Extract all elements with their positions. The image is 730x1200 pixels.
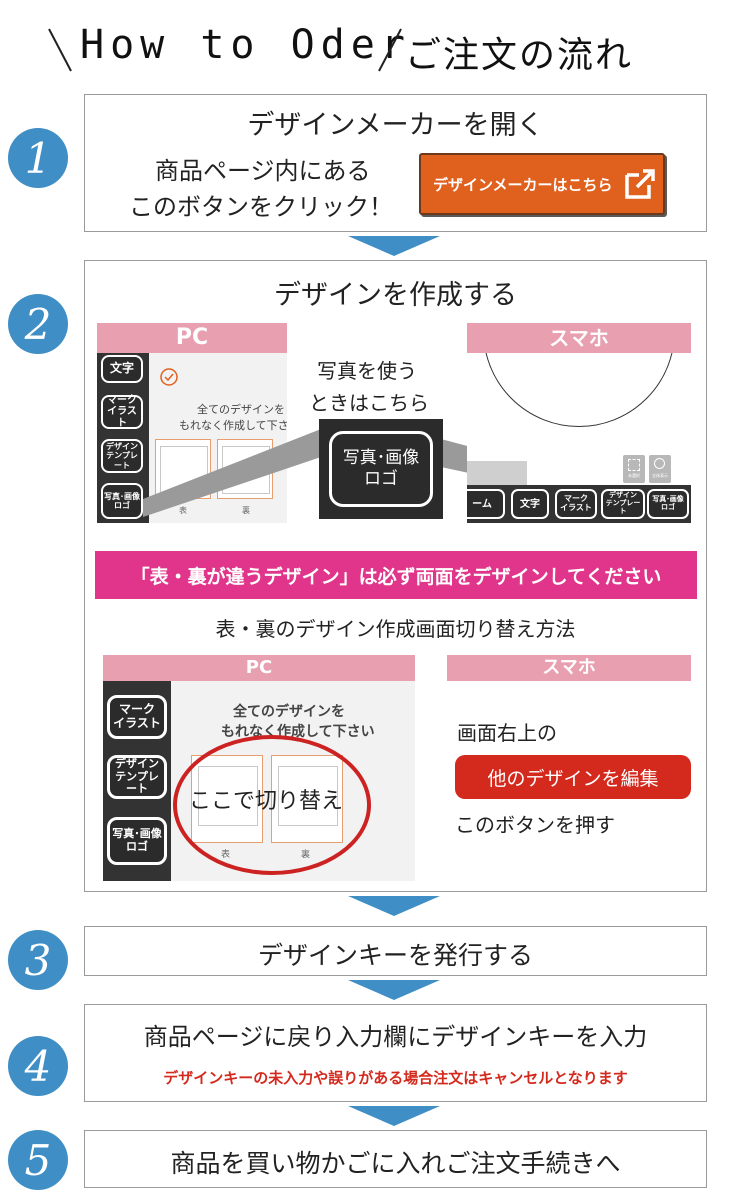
pc-editor-screenshot: 文字 マークイラスト デザインテンプレート 写真･画像ロゴ 全てのデザインを も… bbox=[97, 353, 287, 523]
step-1-number: 1 bbox=[8, 128, 68, 188]
sp2-line-2: このボタンを押す bbox=[455, 813, 615, 837]
step-1-title: デザインメーカーを開く bbox=[247, 110, 544, 141]
step-3-number: 3 bbox=[8, 930, 68, 990]
switch-title: 表・裏のデザイン作成画面切り替え方法 bbox=[215, 617, 576, 641]
step-4-number: 4 bbox=[8, 1036, 68, 1096]
step-4-title: 商品ページに戻り入力欄にデザインキーを入力 bbox=[143, 1023, 648, 1051]
sp-zoom-icon: 全体表示 bbox=[649, 455, 671, 483]
slash-left-decoration bbox=[48, 28, 72, 72]
sp-tool-home: ーム bbox=[467, 489, 505, 519]
pc2-label: PC bbox=[103, 655, 415, 681]
sp2-other-design-button-label: 他のデザインを編集 bbox=[487, 767, 659, 790]
step-2-title: デザインを作成する bbox=[274, 280, 517, 311]
pc2-canvas-text-1: 全てのデザインを bbox=[233, 704, 345, 720]
step-2-number: 2 bbox=[8, 294, 68, 354]
arrow-2-3 bbox=[348, 896, 440, 916]
photo-button-zoom: 写真･画像ロゴ bbox=[319, 419, 443, 519]
sp2-label: スマホ bbox=[447, 655, 691, 681]
step-5-box: 商品を買い物かごに入れご注文手続きへ bbox=[84, 1130, 707, 1188]
sp-unselect-icon: 未選択 bbox=[623, 455, 645, 483]
external-link-icon bbox=[624, 169, 655, 199]
pc-canvas-text-1: 全てのデザインを bbox=[197, 403, 285, 416]
photo-caption-1: 写真を使う bbox=[317, 359, 417, 383]
step-4-note: デザインキーの未入力や誤りがある場合注文はキャンセルとなります bbox=[163, 1069, 628, 1087]
pc-back-label: 裏 bbox=[242, 506, 250, 515]
step-5-number: 5 bbox=[8, 1130, 68, 1190]
header: How to Oder ご注文の流れ bbox=[0, 0, 730, 80]
sp-tool-text: 文字 bbox=[511, 489, 549, 519]
pc2-tool-mark: マークイラスト bbox=[107, 695, 167, 739]
arrow-3-4 bbox=[348, 980, 440, 1000]
sp-label: スマホ bbox=[467, 323, 691, 353]
sp-tool-template: デザインテンプレート bbox=[601, 489, 645, 519]
step-4-box: 商品ページに戻り入力欄にデザインキーを入力 デザインキーの未入力や誤りがある場合… bbox=[84, 1004, 707, 1102]
pc-tool-template: デザインテンプレート bbox=[101, 439, 143, 473]
sp2-other-design-button[interactable]: 他のデザインを編集 bbox=[455, 755, 691, 799]
design-maker-button-label: デザインメーカーはこちら bbox=[433, 175, 613, 194]
pc2-tool-photo: 写真･画像ロゴ bbox=[107, 817, 167, 865]
design-maker-button[interactable]: デザインメーカーはこちら bbox=[419, 153, 665, 215]
step-1-desc-1: 商品ページ内にある bbox=[155, 157, 371, 185]
pc-tool-mark: マークイラスト bbox=[101, 395, 143, 429]
photo-button-zoom-inner: 写真･画像ロゴ bbox=[329, 431, 433, 507]
pc2-editor-screenshot: マークイラスト デザインテンプレート 写真･画像ロゴ 全てのデザインを もれなく… bbox=[103, 681, 415, 881]
photo-caption-2: ときはこちら bbox=[309, 391, 429, 415]
sp-tool-photo: 写真･画像ロゴ bbox=[647, 489, 689, 519]
slash-right-decoration bbox=[378, 28, 402, 72]
step-5-title: 商品を買い物かごに入れご注文手続きへ bbox=[170, 1149, 621, 1178]
pc-tool-photo: 写真･画像ロゴ bbox=[101, 483, 143, 519]
check-circle-icon bbox=[160, 368, 178, 386]
sp-canvas-circle bbox=[483, 353, 675, 427]
step-3-title: デザインキーを発行する bbox=[257, 941, 533, 970]
arrow-4-5 bbox=[348, 1106, 440, 1126]
header-title-en: How to Oder bbox=[80, 22, 411, 68]
warning-bar: 「表・裏が違うデザイン」は必ず両面をデザインしてください bbox=[95, 551, 697, 599]
sp2-line-1: 画面右上の bbox=[457, 721, 557, 745]
sp-tool-mark: マークイラスト bbox=[555, 489, 597, 519]
step-1-desc-2: このボタンをクリック！ bbox=[129, 193, 393, 221]
sp-grey-panel bbox=[467, 461, 527, 489]
pc-front-label: 表 bbox=[179, 506, 187, 515]
pc2-switch-text: ここで切り替え bbox=[189, 789, 344, 814]
pc2-tool-template: デザインテンプレート bbox=[107, 755, 167, 799]
step-1-box: デザインメーカーを開く 商品ページ内にある このボタンをクリック！ デザインメー… bbox=[84, 94, 707, 232]
step-3-box: デザインキーを発行する bbox=[84, 926, 707, 976]
pc-canvas-text-2: もれなく作成して下さ bbox=[179, 419, 287, 432]
header-title-jp: ご注文の流れ bbox=[405, 35, 634, 76]
arrow-1-2 bbox=[348, 236, 440, 256]
sp-editor-screenshot: 未選択 全体表示 ーム 文字 マークイラスト デザインテンプレート 写真･画像ロ… bbox=[467, 353, 691, 523]
step-2-box: デザインを作成する PC 文字 マークイラスト デザインテンプレート 写真･画像… bbox=[84, 260, 707, 892]
pc2-switch-ellipse bbox=[173, 735, 371, 875]
pc-label: PC bbox=[97, 323, 287, 353]
warning-text: 「表・裏が違うデザイン」は必ず両面をデザインしてください bbox=[130, 565, 662, 588]
pc-tool-text: 文字 bbox=[101, 355, 143, 383]
